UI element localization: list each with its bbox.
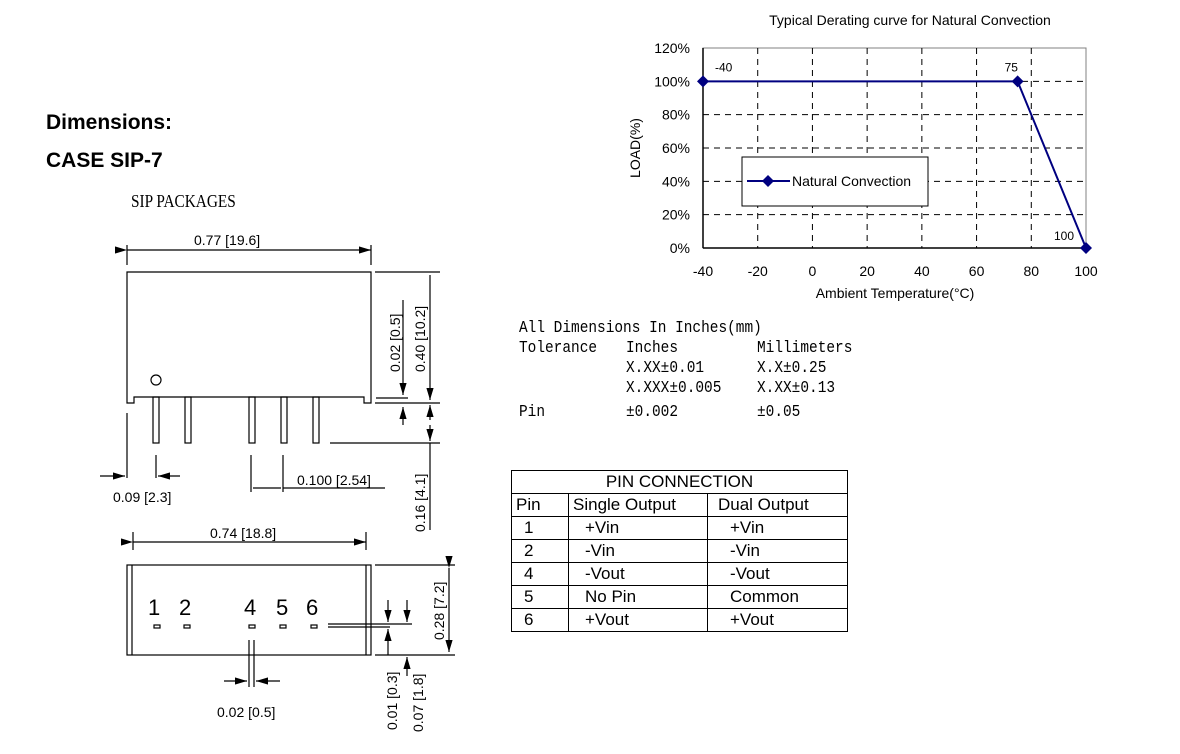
y-tick-label: 120% — [654, 40, 690, 56]
x-tick-label: -20 — [748, 263, 768, 279]
dim-pin-length: 0.16 [4.1] — [412, 474, 428, 532]
millimeters-label: Millimeters — [757, 339, 853, 358]
dim-pitch: 0.100 [2.54] — [297, 472, 371, 488]
derating-chart: Typical Derating curve for Natural Conve… — [627, 12, 1098, 301]
package-body-side — [126, 271, 372, 404]
x-tick-label: -40 — [693, 263, 713, 279]
case-heading: CASE SIP-7 — [46, 149, 163, 172]
pin-tol-label: Pin — [519, 403, 546, 422]
pin-number: 6 — [306, 595, 318, 620]
header-pin: Pin — [511, 493, 569, 517]
pin-cell: 5 — [511, 585, 569, 609]
pin-cell: 1 — [511, 516, 569, 540]
point-annotation: 75 — [1005, 60, 1019, 74]
legend-marker — [762, 175, 774, 187]
dim-height: 0.40 [10.2] — [412, 306, 428, 372]
data-point — [697, 75, 709, 88]
sip-packages-label: SIP PACKAGES — [131, 191, 236, 211]
y-axis-label: LOAD(%) — [627, 118, 643, 178]
y-tick-label: 80% — [662, 107, 690, 123]
table-row: 6+Vout+Vout — [511, 608, 848, 632]
pin-number: 1 — [148, 595, 160, 620]
pin-number: 2 — [179, 595, 191, 620]
dim-top-width: 0.77 [19.6] — [194, 232, 260, 248]
inch-xx: X.XX±0.01 — [626, 359, 705, 378]
inch-xxx: X.XXX±0.005 — [626, 379, 722, 398]
dual-output-cell: +Vout — [707, 608, 848, 632]
y-tick-label: 100% — [654, 73, 690, 89]
x-tick-label: 80 — [1023, 263, 1039, 279]
x-tick-label: 40 — [914, 263, 930, 279]
y-tick-label: 60% — [662, 140, 690, 156]
pin-number: 5 — [276, 595, 288, 620]
dual-output-cell: +Vin — [707, 516, 848, 540]
single-output-cell: -Vout — [568, 562, 708, 586]
pin-connection-table: PIN CONNECTION Pin Single Output Dual Ou… — [511, 470, 848, 632]
dimensions-heading: Dimensions: — [46, 111, 173, 134]
dim-pin-row: 0.07 [1.8] — [410, 674, 426, 732]
pins-side — [152, 396, 320, 444]
single-output-cell: +Vout — [568, 608, 708, 632]
header-dual: Dual Output — [707, 493, 848, 517]
pin-cell: 2 — [511, 539, 569, 563]
table-header-row: Pin Single Output Dual Output — [511, 493, 848, 517]
pin-cell: 4 — [511, 562, 569, 586]
chart-title: Typical Derating curve for Natural Conve… — [769, 12, 1051, 28]
single-output-cell: -Vin — [568, 539, 708, 563]
dual-output-cell: Common — [707, 585, 848, 609]
mm-x: X.X±0.25 — [757, 359, 827, 378]
dim-pin-width: 0.02 [0.5] — [217, 704, 275, 720]
x-axis-label: Ambient Temperature(°C) — [816, 285, 975, 301]
dual-output-cell: -Vin — [707, 539, 848, 563]
dim-edge-to-pin: 0.09 [2.3] — [113, 489, 171, 505]
point-annotation: -40 — [715, 60, 733, 74]
tolerance-label: Tolerance — [519, 339, 598, 358]
point-annotation: 100 — [1054, 229, 1074, 243]
mm-xx: X.XX±0.13 — [757, 379, 836, 398]
dim-bottom-width: 0.74 [18.8] — [210, 525, 276, 541]
x-tick-label: 60 — [969, 263, 985, 279]
table-row: 4-Vout-Vout — [511, 562, 848, 586]
header-single: Single Output — [568, 493, 708, 517]
dual-output-cell: -Vout — [707, 562, 848, 586]
pin-cell: 6 — [511, 608, 569, 632]
y-tick-label: 40% — [662, 173, 690, 189]
pin-pads — [153, 624, 318, 629]
pin-number: 4 — [244, 595, 256, 620]
table-title: PIN CONNECTION — [511, 470, 848, 494]
x-tick-label: 100 — [1074, 263, 1098, 279]
x-tick-label: 0 — [809, 263, 817, 279]
dimensions-note: All Dimensions In Inches(mm) — [519, 319, 762, 338]
single-output-cell: +Vin — [568, 516, 708, 540]
package-drawing: 0.77 [19.6] 0.02 [0.5] 0.40 [10.2] 0.16 … — [100, 232, 455, 732]
dim-thickness: 0.28 [7.2] — [431, 582, 447, 640]
y-tick-label: 0% — [670, 240, 690, 256]
y-tick-label: 20% — [662, 207, 690, 223]
table-row: 1+Vin+Vin — [511, 516, 848, 540]
pin1-marker — [150, 374, 162, 386]
legend-label: Natural Convection — [792, 173, 911, 189]
data-point — [1011, 75, 1024, 88]
inches-label: Inches — [626, 339, 679, 358]
pin-tol-inch: ±0.002 — [626, 403, 679, 422]
single-output-cell: No Pin — [568, 585, 708, 609]
table-row: 2-Vin-Vin — [511, 539, 848, 563]
pin-tol-mm: ±0.05 — [757, 403, 801, 422]
data-point — [1080, 242, 1092, 254]
x-tick-label: 20 — [859, 263, 875, 279]
dim-pin-depth: 0.01 [0.3] — [384, 672, 400, 730]
dim-pin-offset: 0.02 [0.5] — [387, 314, 403, 372]
